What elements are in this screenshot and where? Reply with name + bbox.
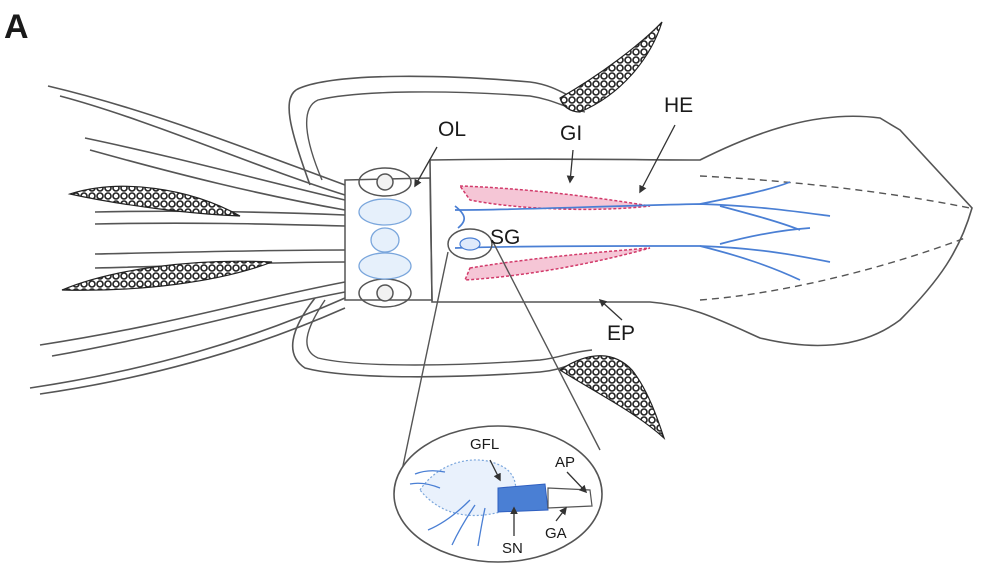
fin-loop-lower-inner [306, 299, 593, 366]
label-ga: GA [545, 525, 567, 542]
label-sn: SN [502, 540, 523, 557]
fin-club-lower [558, 355, 666, 440]
gill-lower [463, 247, 651, 281]
label-ap: AP [555, 454, 575, 471]
brain-lobes [358, 198, 412, 280]
fin-club-upper [559, 21, 663, 113]
fin-loop-upper-inner [306, 91, 586, 181]
tentacle-club-lower [61, 260, 273, 291]
mantle [429, 115, 973, 347]
label-gi: GI [560, 122, 582, 145]
label-sg: SG [490, 226, 520, 249]
label-ol: OL [438, 118, 466, 141]
giant-axons [454, 181, 831, 281]
panel-label: A [4, 8, 29, 46]
stellate-ganglion-core [459, 237, 481, 251]
gladius-lower [699, 237, 966, 301]
fin-loop-upper [288, 75, 591, 186]
inset-ganglion [409, 459, 593, 547]
gladius-upper [699, 175, 971, 209]
tentacle-club-upper [67, 185, 241, 217]
label-gfl: GFL [470, 436, 499, 453]
label-ep: EP [607, 322, 635, 345]
label-he: HE [664, 94, 693, 117]
zoom-line-right [491, 239, 601, 451]
zoom-line-left [399, 251, 449, 481]
arms [29, 85, 346, 395]
fin-loop-lower [291, 297, 601, 378]
stellate-ganglion [447, 228, 493, 260]
label-arrows [414, 124, 676, 536]
